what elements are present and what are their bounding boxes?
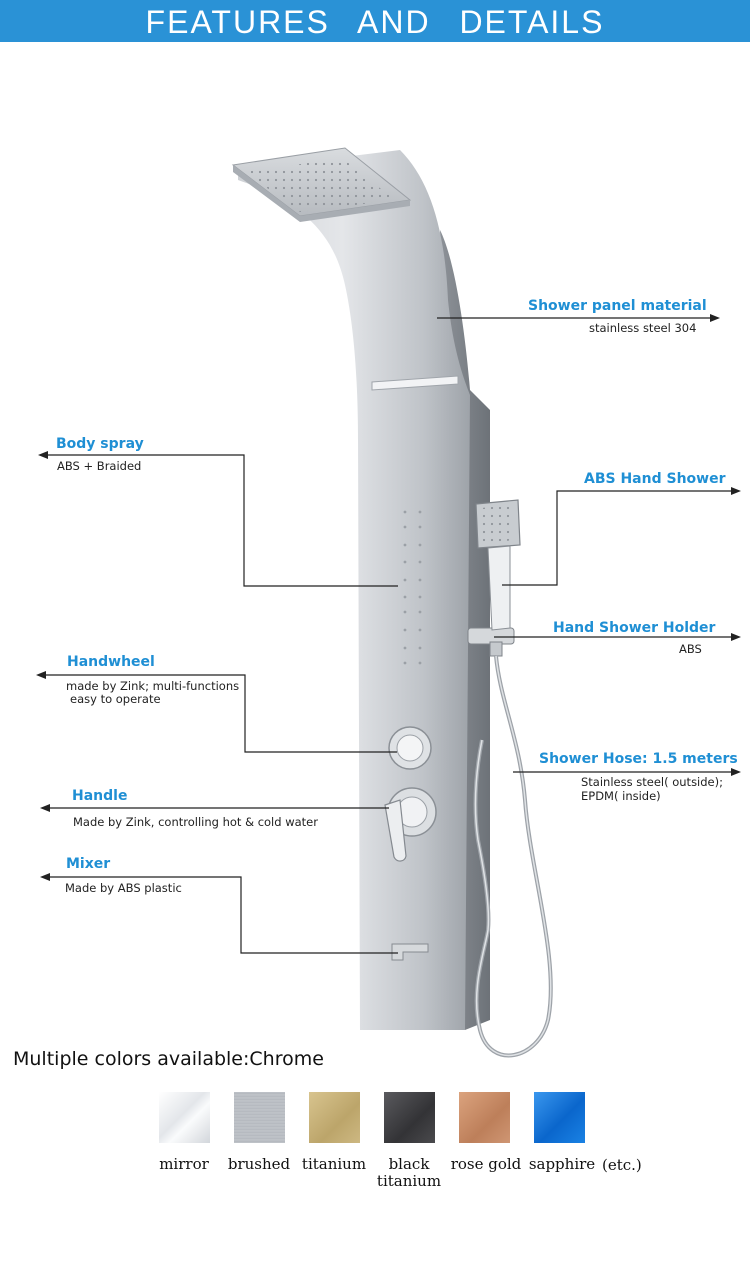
swatch-label-mirror: mirror — [159, 1155, 209, 1173]
desc-hand-shower-holder: ABS — [679, 642, 702, 656]
swatch-label-black: black — [388, 1155, 430, 1173]
leader-lines — [44, 317, 733, 954]
desc-body-spray: ABS + Braided — [57, 459, 142, 473]
body-spray-jets — [403, 510, 422, 665]
header-banner: FEATURES AND DETAILS — [0, 0, 750, 42]
rain-shower-nozzles — [245, 158, 395, 212]
mixer-handle-lever — [384, 799, 407, 862]
desc-shower-hose-line2: EPDM( inside) — [581, 789, 661, 803]
swatch-titanium[interactable] — [309, 1092, 360, 1143]
swatch-label-titanium: titanium — [301, 1155, 367, 1173]
swatch-label-sapphire: sapphire — [528, 1155, 596, 1173]
desc-shower-hose-line1: Stainless steel( outside); — [581, 775, 723, 789]
page-title: FEATURES AND DETAILS — [145, 4, 605, 40]
swatch-label-black-titanium: black titanium — [364, 1156, 454, 1190]
desc-mixer: Made by ABS plastic — [65, 881, 182, 895]
swatch-etc: (etc.) — [602, 1156, 642, 1174]
label-mixer: Mixer — [66, 856, 111, 872]
waterfall-outlet — [371, 375, 459, 391]
leader-arrowheads — [36, 314, 741, 881]
label-shower-panel-material: Shower panel material — [528, 298, 707, 314]
label-body-spray: Body spray — [56, 436, 144, 452]
bath-spout — [391, 943, 429, 961]
swatch-black-titanium[interactable] — [384, 1092, 435, 1143]
swatch-label-titanium-2: titanium — [376, 1172, 442, 1190]
label-abs-hand-shower: ABS Hand Shower — [584, 471, 726, 487]
desc-shower-panel-material: stainless steel 304 — [589, 321, 697, 335]
swatch-label-brushed: brushed — [227, 1155, 291, 1173]
swatch-label-rose-gold: rose gold — [450, 1155, 522, 1173]
swatch-brushed[interactable] — [234, 1092, 285, 1143]
swatch-sapphire[interactable] — [534, 1092, 585, 1143]
desc-handle: Made by Zink, controlling hot & cold wat… — [73, 815, 318, 829]
swatch-rose-gold[interactable] — [459, 1092, 510, 1143]
panel-body — [238, 150, 470, 1030]
label-handwheel: Handwheel — [67, 654, 155, 670]
label-shower-hose: Shower Hose: 1.5 meters — [539, 751, 738, 767]
desc-handwheel-line2: easy to operate — [70, 692, 161, 706]
swatch-mirror[interactable] — [159, 1092, 210, 1143]
label-handle: Handle — [72, 788, 128, 804]
rain-head-edge — [233, 165, 410, 222]
colors-title: Multiple colors available:Chrome — [13, 1048, 324, 1070]
desc-handwheel-line1: made by Zink; multi-functions — [66, 679, 240, 693]
label-hand-shower-holder: Hand Shower Holder — [553, 620, 716, 636]
